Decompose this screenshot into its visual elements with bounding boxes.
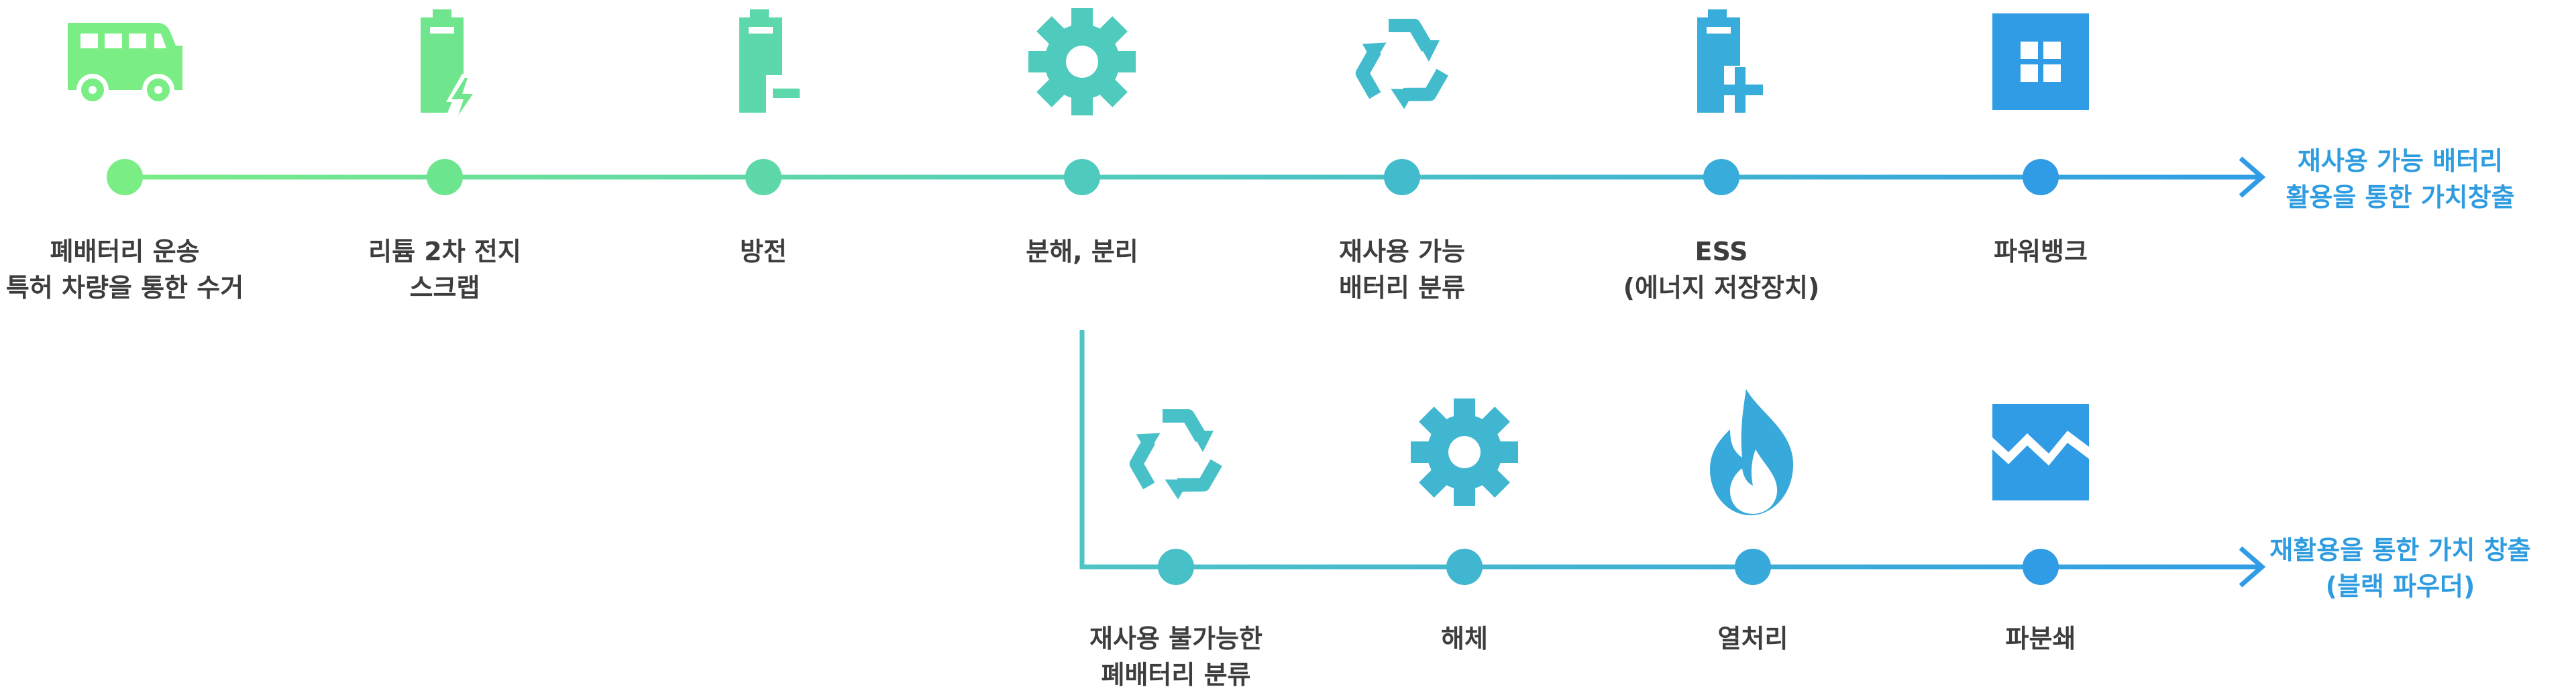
recycle-icon	[1355, 19, 1448, 109]
step-label-disassembly: 분해, 분리	[1026, 237, 1138, 266]
step-label-crushing: 파분쇄	[2005, 624, 2076, 653]
recycle-icon	[1129, 409, 1222, 500]
step-label-battery-transport: 폐배터리 운송 특허 차량을 통한 수거	[5, 237, 244, 303]
step-label-nonreusable-sorting: 재사용 불가능한 폐배터리 분류	[1089, 624, 1263, 690]
top-dot-6	[1703, 159, 1739, 195]
bottom-dot-1	[1158, 549, 1194, 585]
step-label-reusable-sorting: 재사용 가능 배터리 분류	[1338, 237, 1466, 303]
bottom-dot-4	[2023, 549, 2059, 585]
bottom-dot-2	[1446, 549, 1483, 585]
battery-minus-icon	[739, 9, 800, 113]
top-dot-2	[427, 159, 463, 195]
bottom-arrow-head	[2239, 546, 2266, 588]
top-dot-5	[1384, 159, 1420, 195]
gear-icon	[1028, 8, 1136, 115]
step-label-discharge: 방전	[740, 237, 787, 266]
step-label-powerbank: 파워뱅크	[1994, 237, 2088, 266]
grid-icon	[1992, 13, 2089, 110]
top-dot-7	[2023, 159, 2059, 195]
battery-charging-icon	[421, 9, 476, 122]
top-arrow-head	[2239, 156, 2266, 198]
crushed-block-icon	[1992, 404, 2089, 500]
bottom-end-label: 재활용을 통한 가치 창출 (블랙 파우더)	[2269, 535, 2531, 601]
step-label-ess: ESS (에너지 저장장치)	[1623, 237, 1820, 303]
top-dot-4	[1064, 159, 1100, 195]
top-dot-1	[107, 159, 143, 195]
step-label-lithium-scrap: 리튬 2차 전지 스크랩	[368, 237, 521, 303]
top-dot-3	[745, 159, 782, 195]
battery-plus-icon	[1697, 9, 1763, 113]
top-end-label: 재사용 가능 배터리 활용을 통한 가치창출	[2286, 146, 2515, 212]
flame-icon	[1710, 389, 1794, 516]
bottom-dot-3	[1735, 549, 1771, 585]
step-label-dismantling: 해체	[1441, 624, 1488, 653]
bottom-branch-line	[1079, 330, 2261, 570]
step-label-heat-treatment: 열처리	[1717, 624, 1788, 653]
gear-icon	[1411, 398, 1518, 506]
truck-icon	[68, 23, 182, 106]
